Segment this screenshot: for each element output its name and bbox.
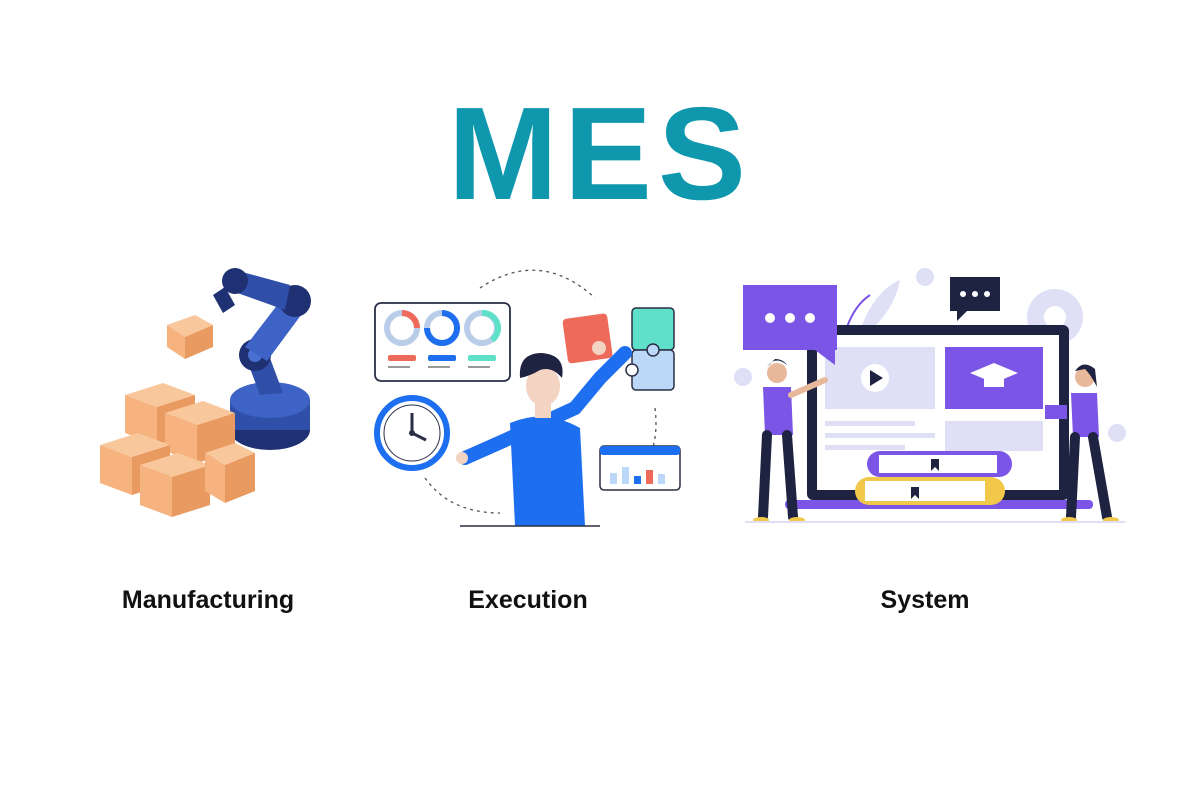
chat-bubble-icon	[743, 285, 837, 365]
chat-bubble-small-icon	[950, 277, 1000, 321]
label-system: System	[880, 586, 970, 614]
label-manufacturing: Manufacturing	[121, 586, 295, 614]
bar-chart-card	[599, 445, 681, 491]
person-right	[1045, 364, 1119, 523]
held-box	[167, 315, 213, 359]
dashboard-card	[374, 302, 511, 382]
books-stack	[855, 451, 1012, 505]
robot-arm-boxes-icon	[100, 268, 311, 517]
label-execution: Execution	[468, 586, 588, 614]
laptop-people-books-icon	[734, 268, 1126, 523]
clock-icon	[374, 395, 450, 471]
puzzle-pieces	[562, 307, 675, 391]
page-title: MES	[447, 80, 753, 227]
person-figure	[456, 341, 632, 527]
person-dashboard-puzzle-icon	[374, 269, 681, 527]
person-left	[753, 359, 828, 523]
box-stack	[100, 383, 255, 517]
